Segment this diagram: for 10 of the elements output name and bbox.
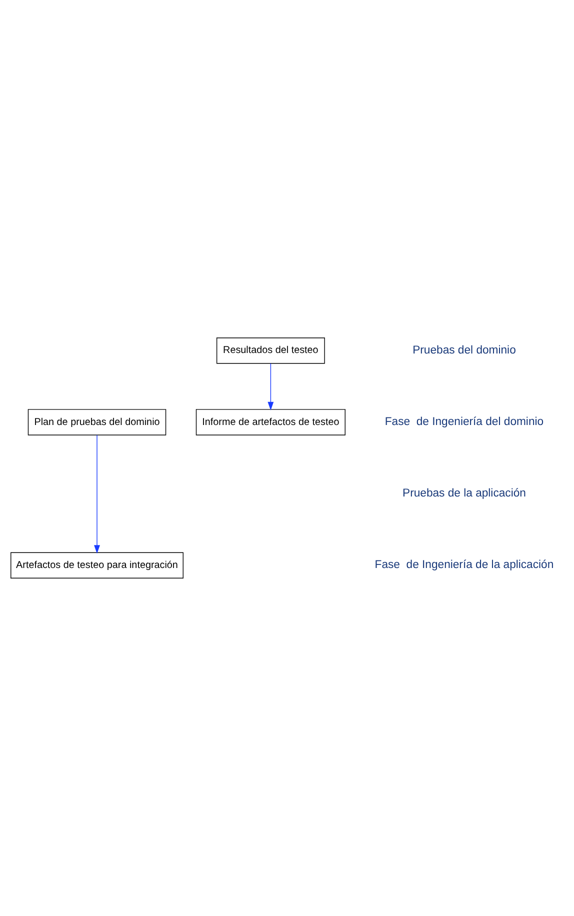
node-box: Informe de artefactos de testeo [196, 409, 346, 436]
label: Fase de Ingeniería de la aplicación [374, 559, 554, 572]
node-box: Artefactos de testeo para integración [10, 552, 184, 579]
label: Pruebas de la aplicación [402, 487, 526, 500]
node-box: Plan de pruebas del dominio [28, 409, 166, 436]
arrow [268, 363, 274, 410]
arrow [94, 434, 100, 554]
label: Fase de Ingeniería del dominio [384, 416, 544, 428]
node-box: Resultados del testeo [216, 337, 325, 364]
label: Pruebas del dominio [412, 344, 516, 356]
